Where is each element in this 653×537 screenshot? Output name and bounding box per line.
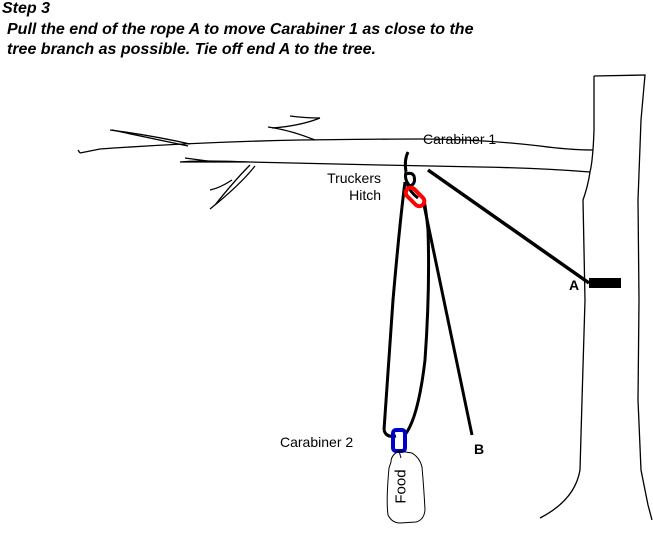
label-point-b: B [474, 441, 485, 457]
truckers-hitch-knot [404, 171, 419, 200]
label-point-a: A [569, 277, 580, 293]
tree-strap-a [589, 278, 621, 288]
label-carabiner-2: Carabiner 2 [280, 434, 354, 450]
label-food: Food [392, 469, 410, 504]
carabiner-1 [403, 185, 427, 209]
tree-branch [77, 115, 594, 210]
food-bag [386, 450, 426, 524]
tree-trunk [539, 74, 653, 521]
instruction-line-2: tree branch as possible. Tie off end A t… [7, 41, 376, 58]
label-truckers-hitch-line-1: Truckers [327, 170, 381, 186]
carabiner-2 [391, 428, 407, 453]
label-truckers-hitch: Truckers Hitch [312, 170, 381, 204]
step-title: Step 3 [2, 0, 51, 17]
instruction-text: Pull the end of the rope A to move Carab… [7, 20, 647, 60]
label-truckers-hitch-line-2: Hitch [349, 187, 381, 203]
rope-main [382, 151, 474, 438]
rope-to-a [426, 168, 591, 285]
label-carabiner-1: Carabiner 1 [423, 131, 497, 147]
instruction-line-1: Pull the end of the rope A to move Carab… [7, 21, 474, 38]
